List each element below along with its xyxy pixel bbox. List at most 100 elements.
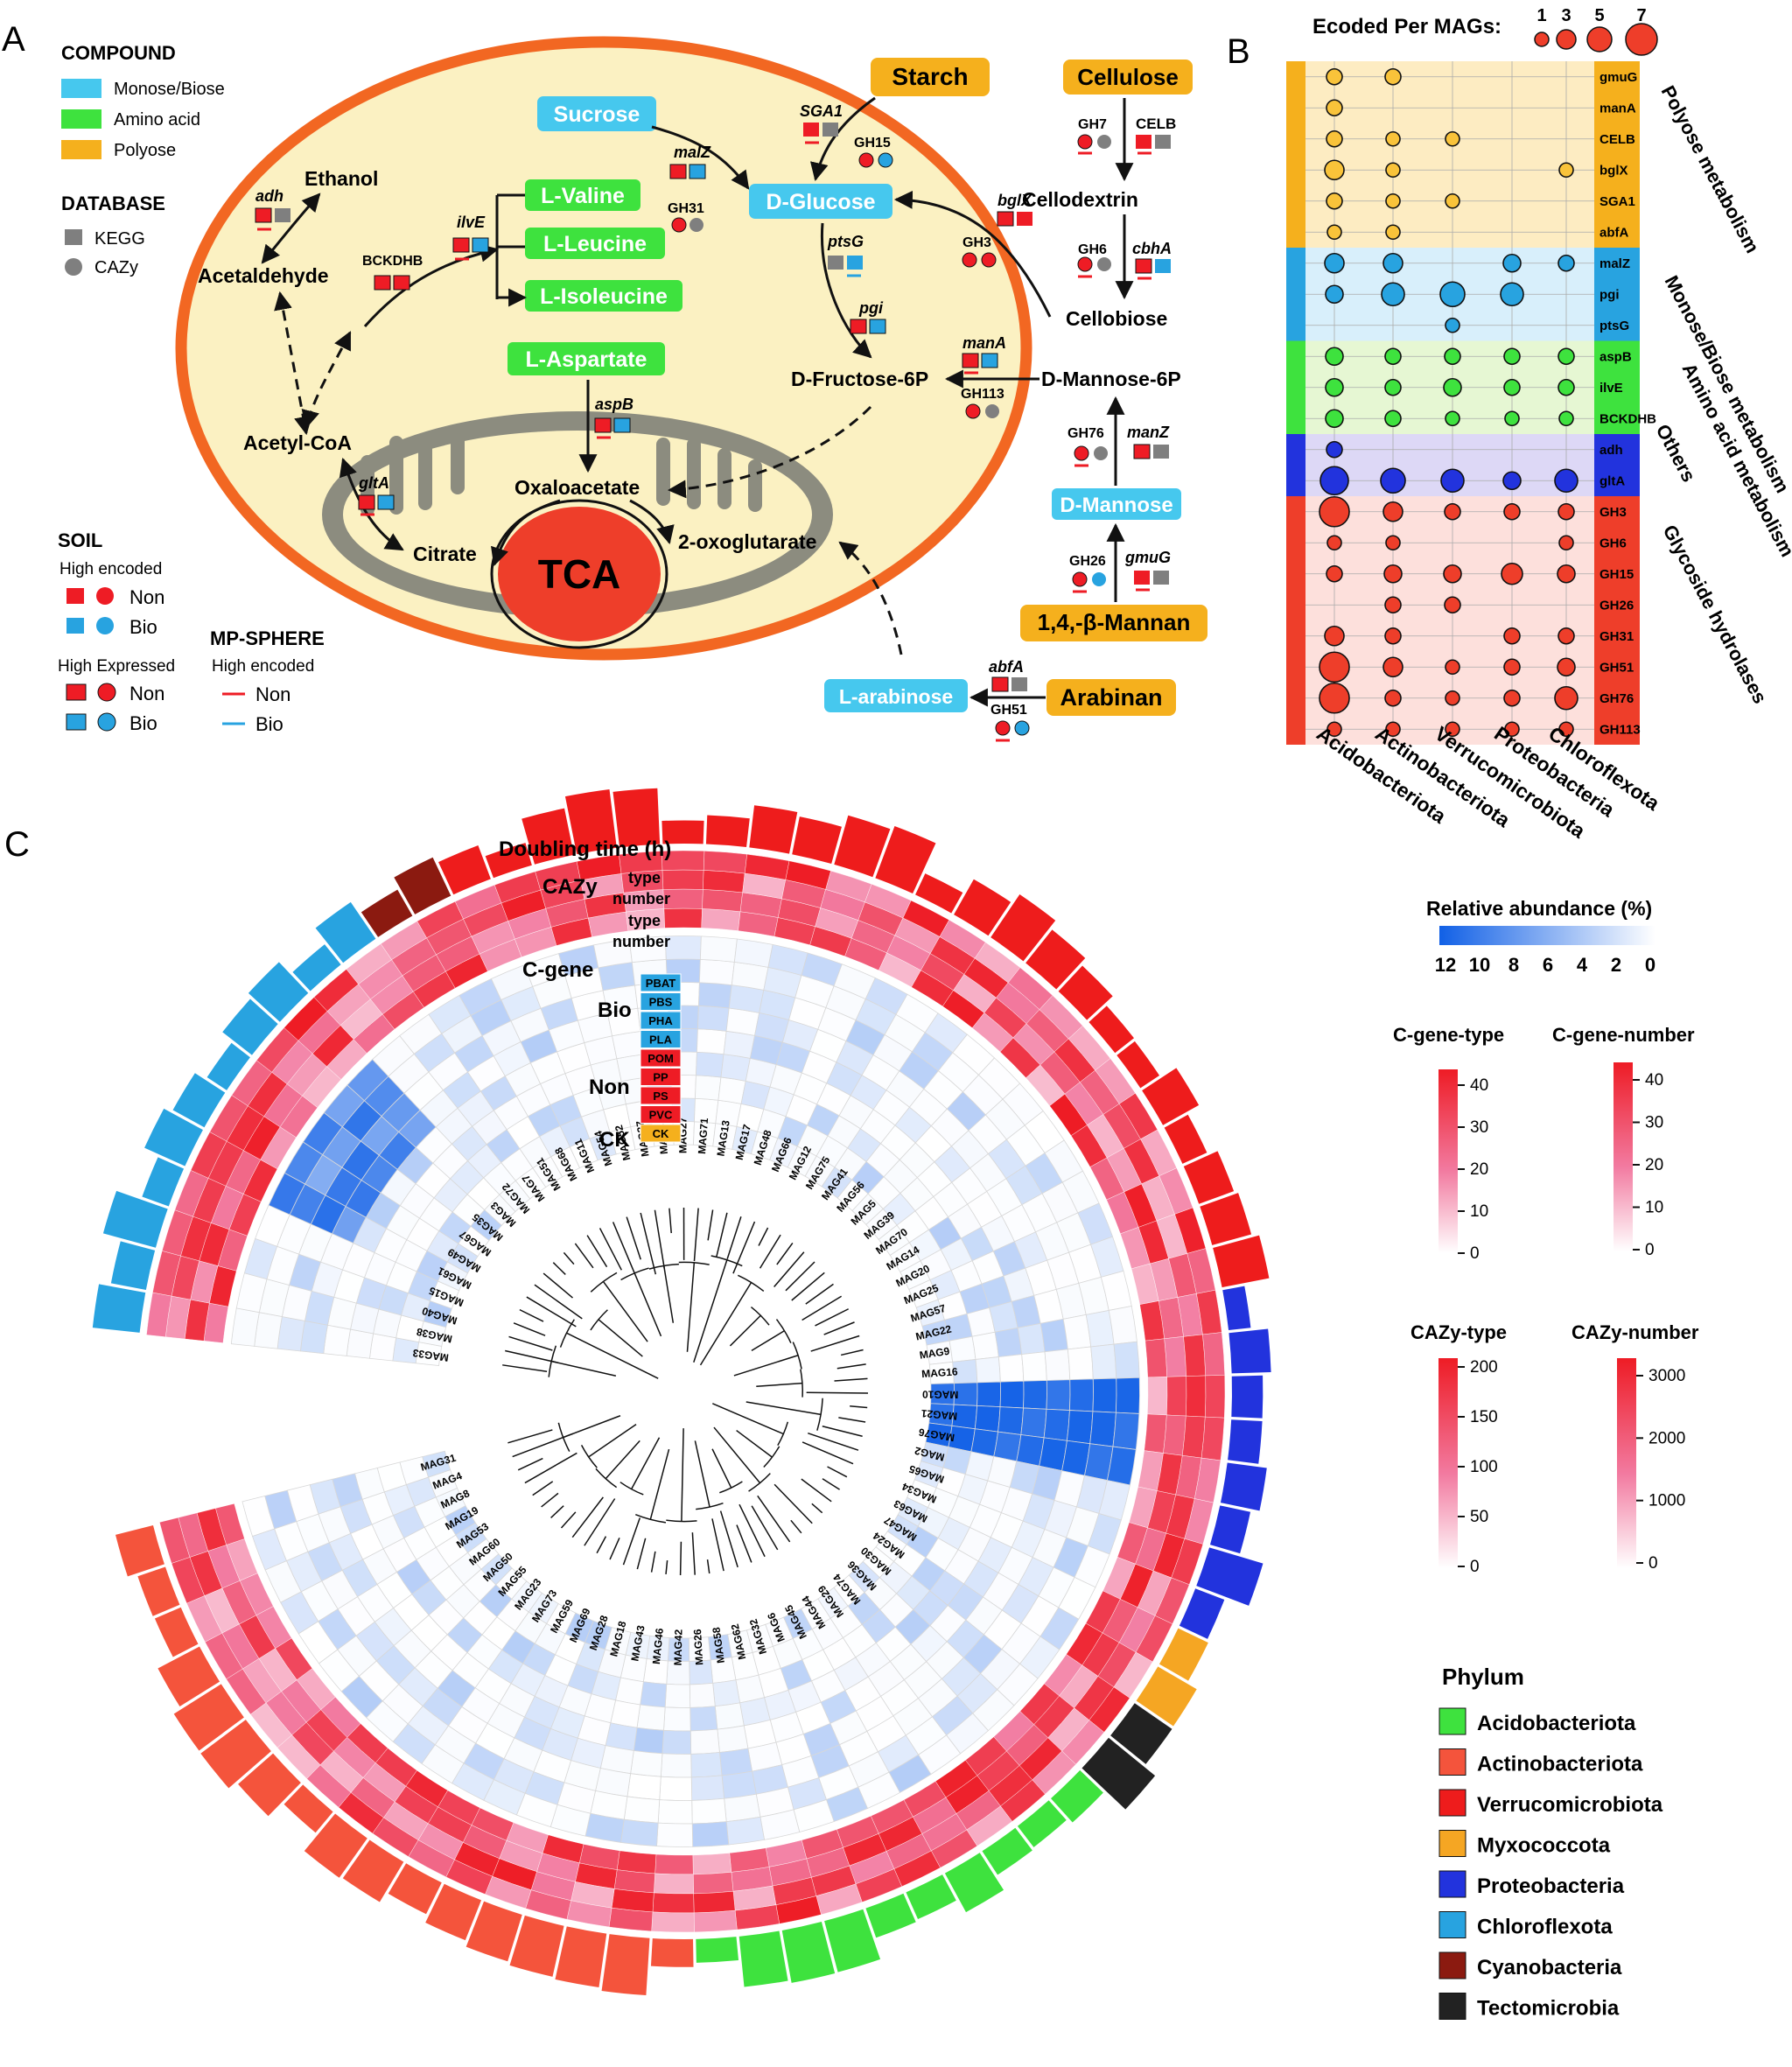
tree-arc [557, 1422, 570, 1452]
tree-branch [751, 1505, 779, 1551]
row-label: SGA1 [1600, 194, 1635, 209]
abundance-cell [696, 1028, 727, 1055]
phylum-label: Cyanobacteria [1477, 1956, 1622, 1979]
tree-branch [791, 1272, 825, 1301]
abundance-cell [1090, 1343, 1117, 1380]
phylum-label: Verrucomicrobiota [1477, 1793, 1663, 1817]
mitochondrion-cristae [360, 433, 762, 516]
bubble [1385, 162, 1401, 179]
colorbar-tick-label: 2000 [1648, 1429, 1685, 1447]
tree-stem [563, 1415, 621, 1439]
bubble [1500, 282, 1524, 307]
bubble [1558, 535, 1574, 551]
cgene-type-title: C-gene-type [1393, 1024, 1504, 1046]
fructose6p-label: D-Fructose-6P [791, 368, 928, 390]
abundance-cell [1108, 1306, 1138, 1345]
tree-arc [635, 1514, 667, 1524]
tree-branch [711, 1518, 724, 1572]
tree-branch [834, 1377, 868, 1382]
tree-stem [602, 1281, 648, 1342]
doubling-time-bar [292, 944, 341, 991]
phylum-label: Actinobacteriota [1477, 1753, 1643, 1776]
cgene-cazy-cell [651, 1911, 695, 1933]
bubble [1503, 627, 1521, 645]
track-key-label: PP [653, 1071, 668, 1084]
tree-branch [836, 1363, 866, 1370]
bubble [1383, 564, 1403, 584]
doubling-time-bar [1158, 1628, 1208, 1681]
tree-arc [590, 1309, 608, 1331]
tree-stem [630, 1437, 661, 1489]
legend-expressed-non: Non [130, 683, 164, 704]
gene-gh15: GH15 [854, 136, 891, 151]
doubling-time-bar [944, 1853, 1004, 1913]
doubling-time-bar [792, 816, 842, 865]
bubble [1502, 471, 1522, 491]
legend-compound-1: Amino acid [114, 110, 200, 130]
doubling-time-bar [1209, 1505, 1251, 1554]
tree-branch [665, 1560, 668, 1575]
cgene-cazy-cell [1202, 1332, 1225, 1377]
abundance-cell [276, 1316, 305, 1352]
l-isoleucine-label: L-Isoleucine [540, 284, 668, 309]
bubble [1326, 564, 1343, 583]
tree-branch [719, 1510, 738, 1568]
abundance-cell [1092, 1377, 1117, 1413]
abundance-cell [695, 1075, 722, 1101]
bubble [1558, 410, 1574, 427]
abundance-cell [1020, 1407, 1047, 1439]
row-label: aspB [1600, 349, 1632, 364]
cgene-type-colorbar [1438, 1069, 1458, 1253]
d-glucose-label: D-Glucose [766, 190, 875, 214]
bubble [1384, 596, 1402, 614]
doubling-time-bar [222, 998, 278, 1055]
tree-branch [805, 1283, 834, 1305]
doubling-time-bar [781, 1922, 836, 1983]
tca-ring [490, 499, 668, 649]
doubling-time-bar [144, 1108, 203, 1167]
bubble [1445, 410, 1460, 427]
row-label: GH3 [1600, 505, 1627, 520]
phylum-label: Acidobacteriota [1477, 1712, 1636, 1735]
metabolite-labels: Ethanol Acetaldehyde Acetyl-CoA Citrate … [198, 167, 1181, 565]
gene-gh7: GH7 [1078, 117, 1107, 132]
bubble [1385, 130, 1401, 147]
group-bar-left [1286, 496, 1306, 745]
abundance-cell [1040, 1318, 1068, 1353]
cgene-cazy-cell [1200, 1416, 1225, 1461]
gene-gh3: GH3 [962, 235, 991, 250]
legend-soil-non: Non [130, 586, 164, 608]
tree-stem [733, 1355, 799, 1377]
bubble [1319, 651, 1350, 683]
colorbar-tick-label: 20 [1645, 1156, 1663, 1174]
tree-stem [746, 1401, 822, 1416]
legend-soil-bio: Bio [130, 616, 158, 638]
doubling-time-bar [116, 1525, 164, 1577]
tree-branch [563, 1251, 575, 1265]
tree-arc [548, 1345, 557, 1377]
phylum-swatch [1438, 1951, 1466, 1979]
tree-stem [751, 1330, 785, 1352]
track-key [640, 992, 682, 1011]
tree-branch [822, 1426, 863, 1438]
track-key [640, 1124, 682, 1143]
abundance-cell [1066, 1410, 1094, 1445]
group-bar-right [1594, 248, 1640, 341]
doubling-time-bar [564, 788, 617, 855]
colorbar-tick-label: 40 [1470, 1076, 1488, 1095]
bubble [1326, 67, 1343, 86]
starch-label: Starch [892, 63, 968, 90]
abundance-cell [662, 1729, 692, 1755]
group-bar-left [1286, 61, 1306, 248]
mag-label: MAG21 [920, 1407, 958, 1423]
abundance-cell [718, 1076, 746, 1104]
cgene-cazy-cell [1147, 1377, 1168, 1416]
abundance-cell [690, 1775, 725, 1801]
acetaldehyde-label: Acetaldehyde [198, 264, 329, 287]
cazy-type-label: type [628, 869, 661, 886]
tree-branch [776, 1242, 794, 1265]
tree-stem [662, 1265, 675, 1323]
abundance-cell [698, 982, 732, 1009]
